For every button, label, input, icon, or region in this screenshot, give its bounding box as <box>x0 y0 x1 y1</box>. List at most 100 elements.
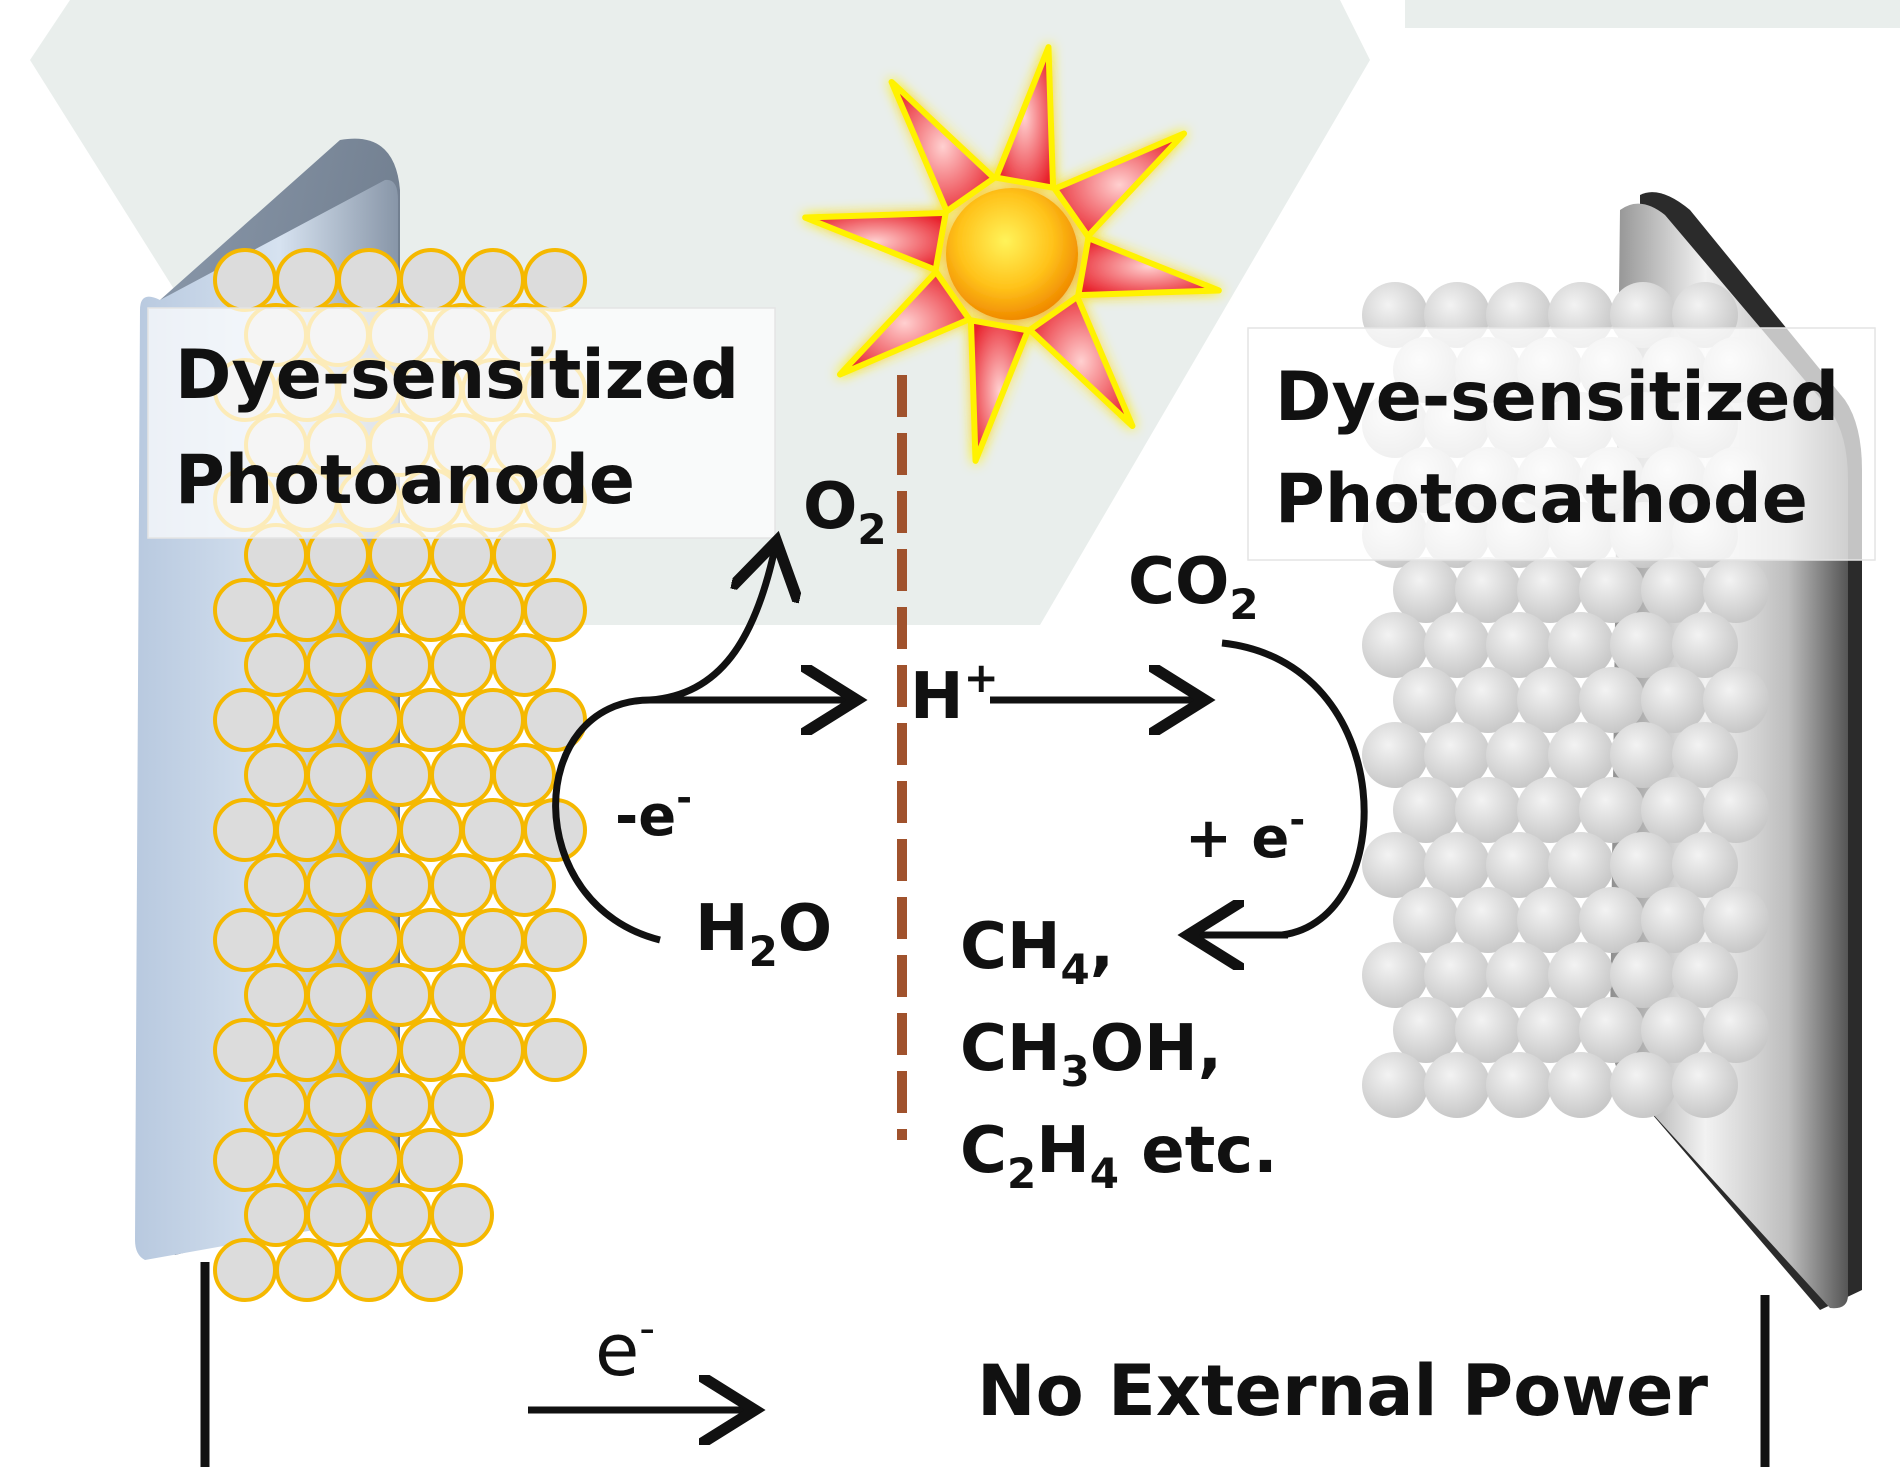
anode-particle <box>368 633 432 697</box>
cathode-particle <box>1579 997 1645 1063</box>
anode-particle <box>399 798 463 862</box>
anode-particle <box>523 248 587 312</box>
anode-particle <box>213 1128 277 1192</box>
cathode-particle <box>1641 887 1707 953</box>
anode-particle <box>399 688 463 752</box>
water-oxidation-curve <box>552 696 661 944</box>
cathode-particle <box>1548 722 1614 788</box>
anode-particle <box>306 633 370 697</box>
cathode-particle <box>1672 1052 1738 1118</box>
cathode-particle <box>1703 997 1769 1063</box>
sun-ray <box>967 317 1031 464</box>
sun-ray <box>1075 235 1222 299</box>
sun-ray <box>888 78 998 215</box>
cathode-particle <box>1486 722 1552 788</box>
cathode-particle <box>1641 777 1707 843</box>
cathode-particle <box>1362 942 1428 1008</box>
anode-particle <box>337 248 401 312</box>
anode-particle <box>275 1018 339 1082</box>
sun-ray <box>802 209 949 273</box>
cathode-particle <box>1579 777 1645 843</box>
cathode-particle <box>1703 557 1769 623</box>
background-panel-top-right <box>1405 0 1900 28</box>
cathode-particle <box>1362 832 1428 898</box>
anode-particle <box>306 853 370 917</box>
h2o-label: H2O <box>695 892 832 976</box>
cathode-particle <box>1455 997 1521 1063</box>
anode-particle <box>368 853 432 917</box>
anode-particle <box>213 1238 277 1302</box>
ch3oh-label: CH3OH, <box>960 1012 1222 1096</box>
anode-particle <box>337 1238 401 1302</box>
cathode-particle <box>1393 997 1459 1063</box>
cathode-particle <box>1424 722 1490 788</box>
anode-particle <box>523 578 587 642</box>
anode-particle <box>244 1183 308 1247</box>
anode-particle <box>399 1018 463 1082</box>
cathode-particle <box>1362 722 1428 788</box>
anode-particle <box>275 248 339 312</box>
anode-particle <box>399 908 463 972</box>
sun-ray <box>836 268 973 378</box>
anode-particle <box>430 743 494 807</box>
anode-particle <box>399 578 463 642</box>
cathode-particle <box>1486 832 1552 898</box>
photocathode-label-line1: Dye-sensitized <box>1275 358 1839 437</box>
cathode-particle <box>1362 612 1428 678</box>
cathode-particle <box>1610 722 1676 788</box>
photoanode-label-line1: Dye-sensitized <box>175 336 739 415</box>
cathode-particle <box>1424 612 1490 678</box>
anode-particle <box>523 908 587 972</box>
anode-particle <box>275 688 339 752</box>
sun-ray <box>1051 130 1188 240</box>
cathode-particle <box>1455 777 1521 843</box>
anode-particle <box>244 633 308 697</box>
cathode-particle <box>1610 942 1676 1008</box>
anode-particle <box>399 1128 463 1192</box>
electron-flow-label: e- <box>595 1303 655 1392</box>
anode-particle <box>244 853 308 917</box>
cathode-particle <box>1393 777 1459 843</box>
cathode-particle <box>1641 997 1707 1063</box>
cathode-particle <box>1455 667 1521 733</box>
cathode-particle <box>1672 612 1738 678</box>
cathode-particle <box>1548 1052 1614 1118</box>
cathode-particle <box>1548 832 1614 898</box>
anode-particle <box>275 1128 339 1192</box>
anode-dye-particles <box>213 248 587 1302</box>
anode-particle <box>399 248 463 312</box>
cathode-particle <box>1517 667 1583 733</box>
anode-particle <box>213 798 277 862</box>
cathode-particle <box>1455 557 1521 623</box>
anode-particle <box>213 248 277 312</box>
sun-icon <box>802 44 1222 464</box>
anode-particle <box>337 1128 401 1192</box>
anode-particle <box>461 248 525 312</box>
anode-particle <box>461 578 525 642</box>
cathode-particle <box>1610 832 1676 898</box>
h-plus-label: H+ <box>910 653 999 734</box>
cathode-particle <box>1517 777 1583 843</box>
anode-particle <box>244 1073 308 1137</box>
cathode-particle <box>1579 667 1645 733</box>
cathode-particle <box>1393 667 1459 733</box>
cathode-particle <box>1672 942 1738 1008</box>
cathode-particle <box>1672 832 1738 898</box>
anode-particle <box>306 1183 370 1247</box>
cathode-particle <box>1424 832 1490 898</box>
electron-loss-label: -e- <box>615 776 692 849</box>
anode-particle <box>213 908 277 972</box>
anode-particle <box>430 1183 494 1247</box>
anode-particle <box>430 963 494 1027</box>
anode-particle <box>430 1073 494 1137</box>
photoanode-label-line2: Photoanode <box>175 441 635 520</box>
anode-particle <box>275 908 339 972</box>
cathode-particle <box>1579 557 1645 623</box>
anode-particle <box>337 908 401 972</box>
anode-particle <box>368 743 432 807</box>
cathode-particle <box>1517 887 1583 953</box>
anode-particle <box>492 743 556 807</box>
anode-particle <box>492 963 556 1027</box>
